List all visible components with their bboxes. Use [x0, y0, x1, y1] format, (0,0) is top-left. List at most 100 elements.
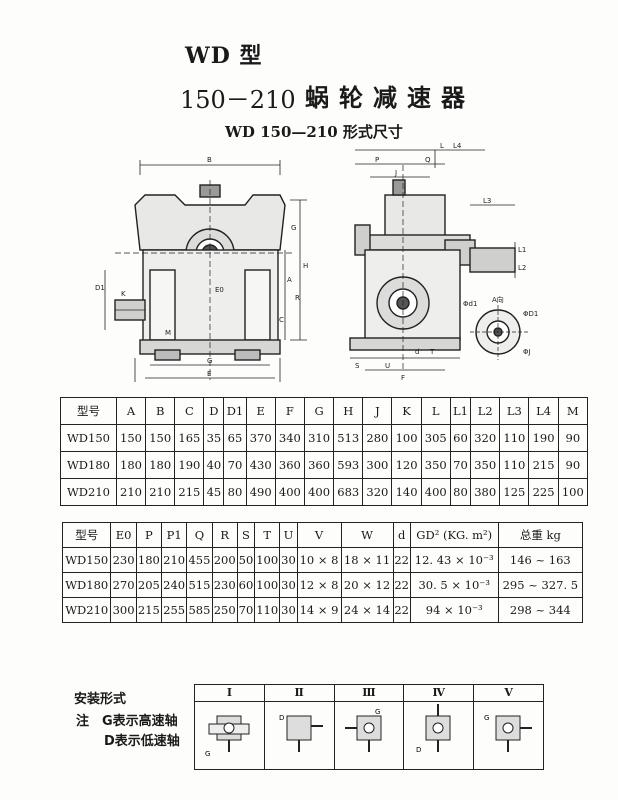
table-header: J: [362, 397, 393, 425]
table-cell: 180: [135, 547, 163, 573]
table-header: D1: [223, 397, 247, 425]
table-header: T: [254, 522, 281, 548]
model-cell: WD180: [60, 451, 117, 479]
table-header: Q: [186, 522, 213, 548]
table-cell: 12 × 8: [296, 572, 342, 598]
table-header: V: [296, 522, 342, 548]
form-label: Ⅱ: [264, 685, 334, 702]
dim-label-G-bottom: G: [207, 357, 212, 365]
dim-label-B: B: [207, 156, 212, 164]
table-header: L2: [470, 397, 501, 425]
table-cell: 255: [161, 597, 188, 623]
table-cell: 125: [499, 478, 530, 506]
table-cell: 250: [211, 597, 238, 623]
table-header: d: [392, 522, 411, 548]
dim-label-M: M: [165, 329, 171, 337]
table-cell: 295 ~ 327. 5: [497, 572, 584, 598]
table-cell: 80: [449, 478, 472, 506]
form-label: Ⅳ: [404, 685, 474, 702]
table-cell: 490: [245, 478, 276, 506]
install-form-5: Ⅴ G: [473, 685, 543, 769]
table-header: B: [145, 397, 176, 425]
model-cell: WD180: [61, 572, 112, 598]
table-cell: 593: [333, 451, 364, 479]
table-cell: 513: [333, 424, 364, 452]
dim-label-L: L: [440, 142, 444, 150]
table-cell: 18 × 11: [340, 547, 394, 573]
table-cell: 400: [303, 478, 335, 506]
dimension-subtitle: WD 150—210 形式尺寸: [225, 123, 403, 141]
table-header: H: [333, 397, 364, 425]
install-form-3: Ⅲ G: [333, 685, 404, 769]
table-cell: 585: [186, 597, 213, 623]
table-header: GD² (KG. m²): [409, 522, 499, 548]
dim-label-L3: L3: [483, 197, 491, 205]
dim-label-F: F: [401, 374, 405, 380]
dim-label-T: T: [429, 348, 435, 356]
table-cell: 60: [449, 424, 472, 452]
table-cell: 230: [110, 547, 137, 573]
table-cell: 310: [303, 424, 335, 452]
dim-label-G: G: [291, 224, 296, 232]
table-cell: 14 × 9: [296, 597, 342, 623]
table-cell: 215: [174, 478, 205, 506]
table-cell: 350: [420, 451, 451, 479]
model-cell: WD150: [61, 547, 112, 573]
table-cell: 146 ~ 163: [497, 547, 584, 573]
model-type-title: WD 型: [185, 43, 263, 69]
table-cell: 150: [145, 424, 176, 452]
dim-label-S: S: [355, 362, 360, 370]
dim-label-L4: L4: [453, 142, 462, 150]
table-cell: 100: [391, 424, 422, 452]
dim-label-phi-D1: ΦD1: [523, 310, 538, 318]
table-header: U: [279, 522, 298, 548]
shaft-label-D: D: [416, 746, 421, 754]
table-cell: 100: [254, 547, 281, 573]
table-cell: 50: [236, 547, 256, 573]
table-cell: 215: [135, 597, 163, 623]
table-cell: 280: [362, 424, 393, 452]
form-label: Ⅰ: [195, 685, 264, 702]
dim-label-H: H: [303, 262, 308, 270]
table-header: W: [340, 522, 394, 548]
table-header: G: [303, 397, 335, 425]
model-range: 150－210: [180, 86, 296, 114]
table-cell: 110: [499, 451, 530, 479]
model-cell: WD150: [60, 424, 117, 452]
table-cell: 20 × 12: [340, 572, 394, 598]
table-cell: 210: [161, 547, 188, 573]
table-header: L3: [499, 397, 530, 425]
table-cell: 100: [254, 572, 281, 598]
table-cell: 30: [279, 572, 298, 598]
table-cell: 190: [528, 424, 559, 452]
install-form-5-sketch: G: [484, 714, 533, 752]
table-cell: 60: [236, 572, 256, 598]
table-cell: 230: [211, 572, 238, 598]
table-cell: 455: [186, 547, 213, 573]
table-header: P: [135, 522, 163, 548]
table-cell: 22: [392, 597, 411, 623]
table-cell: 305: [420, 424, 451, 452]
table-cell: 190: [174, 451, 205, 479]
dim-label-E0: E0: [215, 286, 224, 294]
table-cell: 35: [203, 424, 225, 452]
dim-label-L1: L1: [518, 246, 526, 254]
table-header: F: [274, 397, 305, 425]
table-cell: 360: [274, 451, 305, 479]
table-header: P1: [161, 522, 188, 548]
table-cell: 110: [254, 597, 281, 623]
table-header: E: [245, 397, 276, 425]
table-cell: 515: [186, 572, 213, 598]
table-cell: 165: [174, 424, 205, 452]
dim-label-phi-d1: Φd1: [463, 300, 477, 308]
table-header: 型号: [60, 397, 117, 425]
table-header: K: [391, 397, 422, 425]
table-cell: 150: [115, 424, 147, 452]
dim-label-R: R: [295, 294, 300, 302]
table-cell: 380: [470, 478, 501, 506]
table-cell: 45: [203, 478, 225, 506]
